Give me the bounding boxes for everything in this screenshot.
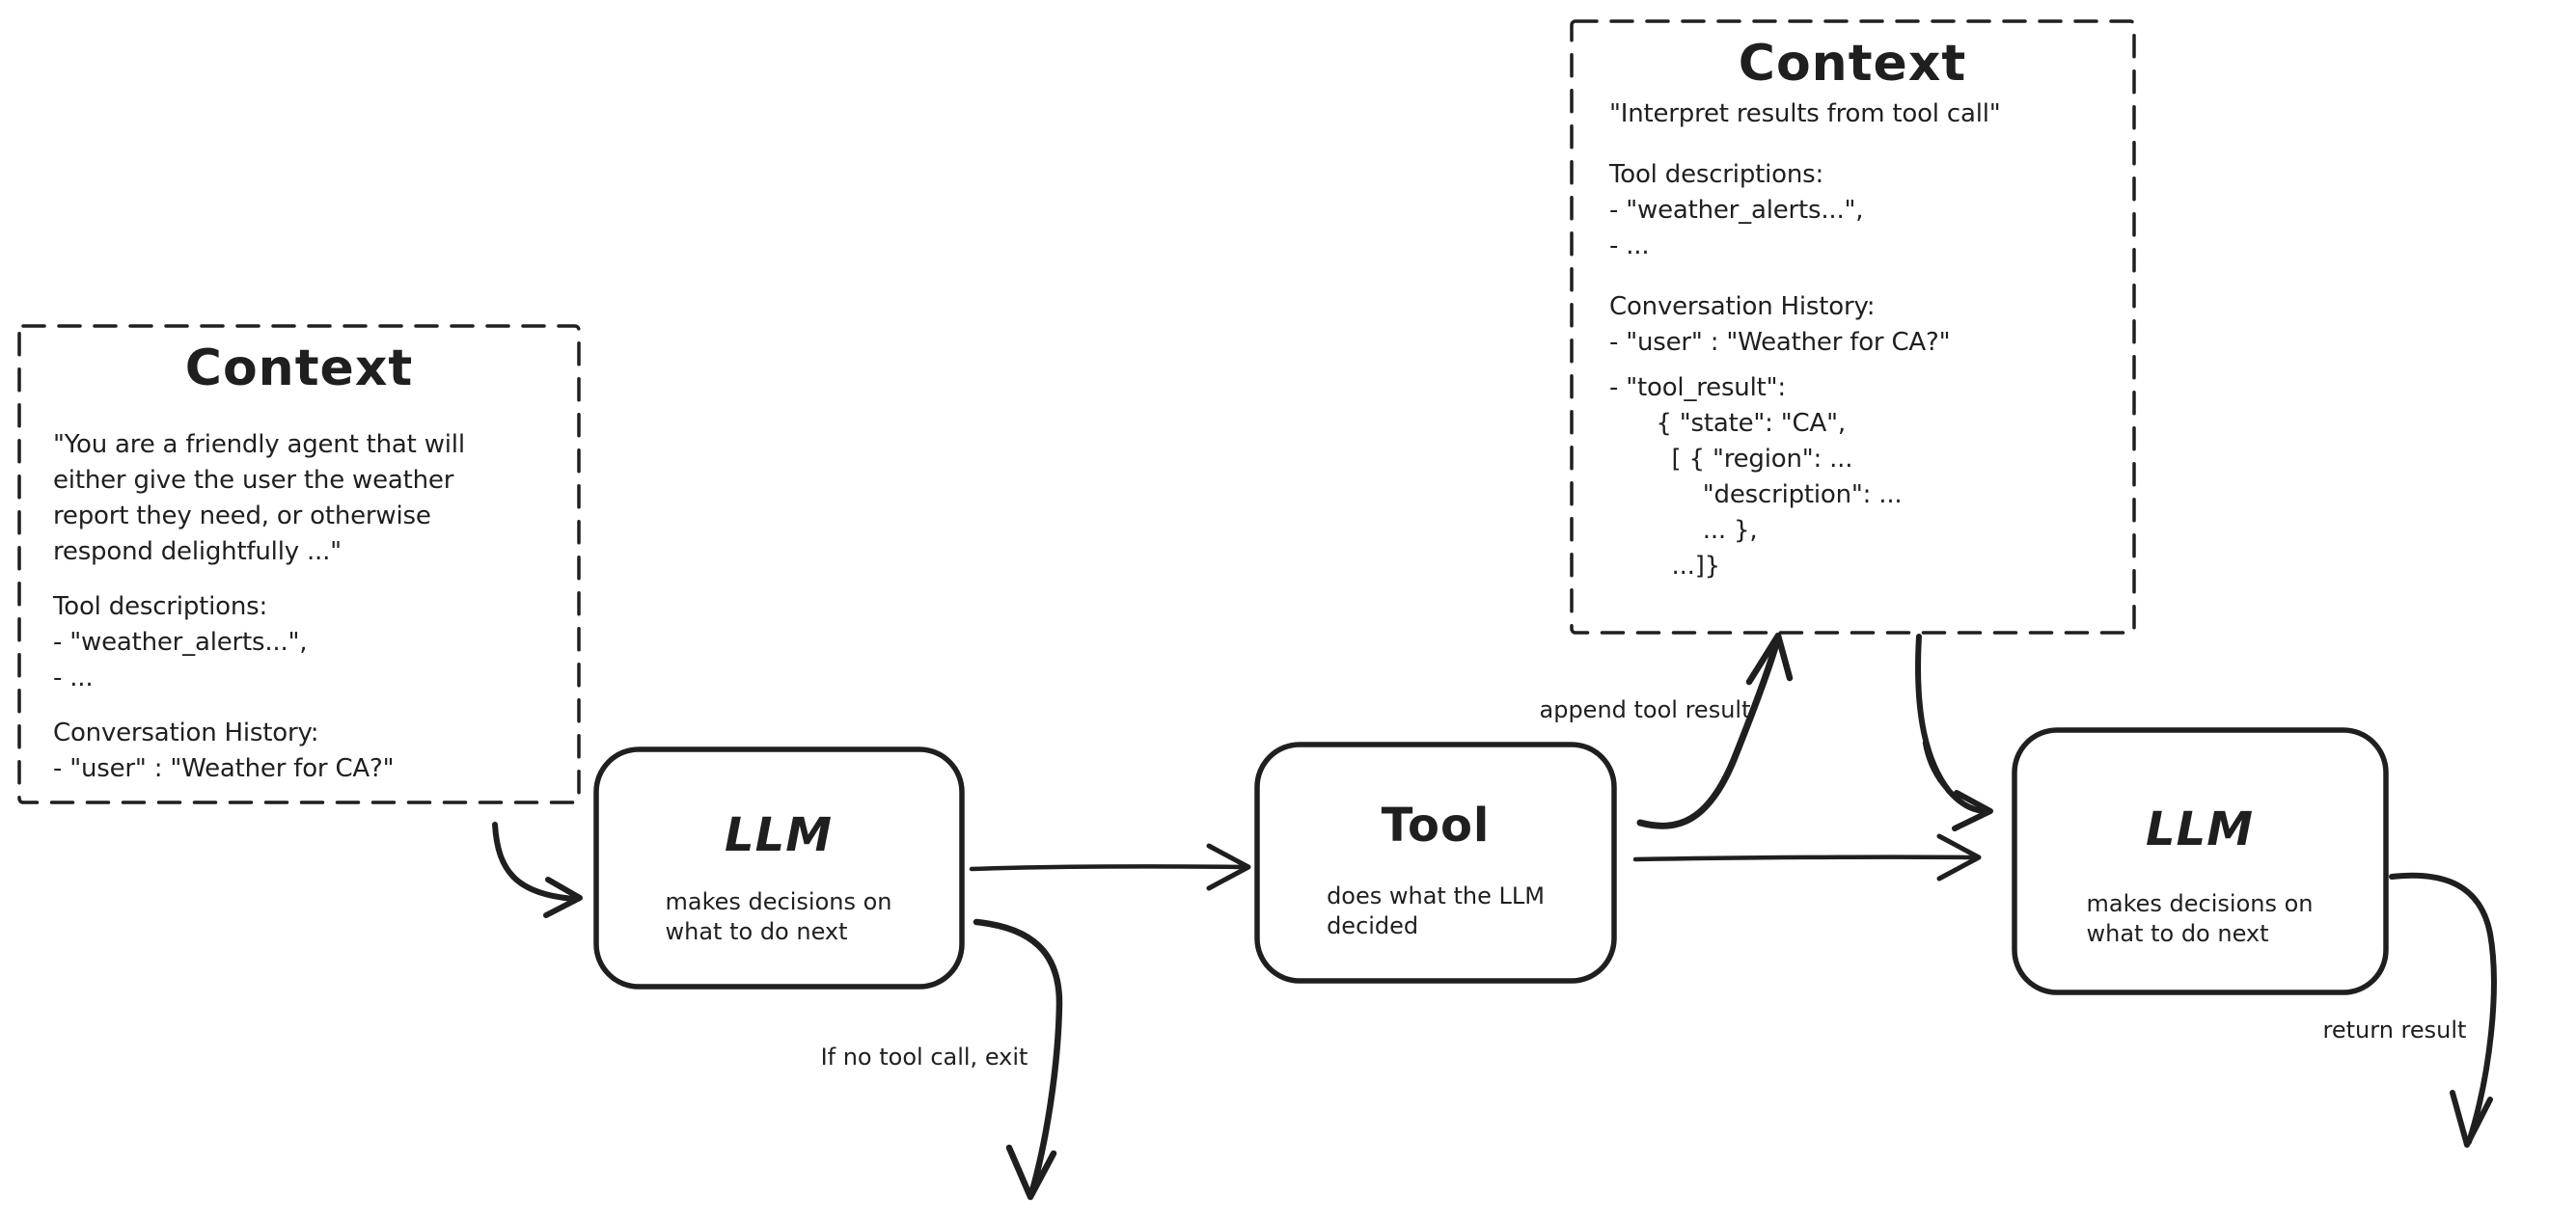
- return-result-label: return result: [2322, 1017, 2467, 1044]
- arrow-tool-to-context-top: [1636, 634, 1782, 829]
- arrow-context-top-to-llm2: [1915, 634, 1990, 814]
- arrow-context-top-to-llm2-doubled-stroke: [1922, 741, 1975, 810]
- arrow-llm-to-tool: [969, 864, 1247, 872]
- llm-second-title: LLM: [2146, 802, 2254, 856]
- llm-first-subtitle: makes decisions on what to do next: [665, 888, 892, 945]
- context-left-body: "You are a friendly agent that will eith…: [53, 427, 564, 787]
- tool-title: Tool: [1381, 799, 1491, 853]
- arrowhead-llm2-return: [2450, 1090, 2493, 1148]
- context-top-body: "Interpret results from tool call" Tool …: [1609, 96, 2111, 584]
- arrowhead-context-left-to-llm: [543, 877, 583, 918]
- arrowhead-context-top-to-llm2: [1952, 790, 1993, 831]
- arrow-llm-exit: [973, 918, 1063, 1198]
- arrow-tool-to-llm2: [1632, 855, 1978, 862]
- arrowhead-tool-to-context-top: [1745, 632, 1794, 686]
- arrowhead-tool-to-llm2: [1936, 833, 1982, 882]
- context-left-box: [17, 324, 581, 804]
- context-left-system-prompt: "You are a friendly agent that will eith…: [53, 430, 465, 566]
- context-left-conversation-history: Conversation History: - "user" : "Weathe…: [53, 719, 395, 783]
- tool-node: [1254, 742, 1617, 984]
- context-left-title: Context: [184, 339, 414, 397]
- context-left-tool-descriptions: Tool descriptions: - "weather_alerts..."…: [53, 592, 308, 692]
- context-top-conversation-history: Conversation History: - "user" : "Weathe…: [1609, 292, 1951, 357]
- llm-first-node: [593, 746, 965, 990]
- llm-second-node: [2012, 727, 2389, 995]
- tool-subtitle: does what the LLM decided: [1327, 882, 1545, 939]
- if-no-tool-call-exit-label: If no tool call, exit: [820, 1044, 1028, 1071]
- context-top-system-prompt: "Interpret results from tool call": [1609, 99, 2001, 128]
- llm-first-title: LLM: [725, 808, 833, 862]
- context-top-title: Context: [1738, 35, 1967, 93]
- arrow-context-left-to-llm: [492, 822, 577, 902]
- context-top-tool-descriptions: Tool descriptions: - "weather_alerts..."…: [1609, 160, 1864, 260]
- context-top-box: [1570, 19, 2136, 635]
- arrowhead-llm-to-tool: [1206, 843, 1251, 891]
- context-top-tool-result: - "tool_result": { "state": "CA", [ { "r…: [1609, 373, 1903, 581]
- append-tool-result-label: append tool result: [1539, 696, 1751, 723]
- arrow-llm2-return: [2389, 872, 2497, 1145]
- llm-second-subtitle: makes decisions on what to do next: [2086, 890, 2314, 947]
- arrowhead-llm-exit: [1005, 1144, 1057, 1201]
